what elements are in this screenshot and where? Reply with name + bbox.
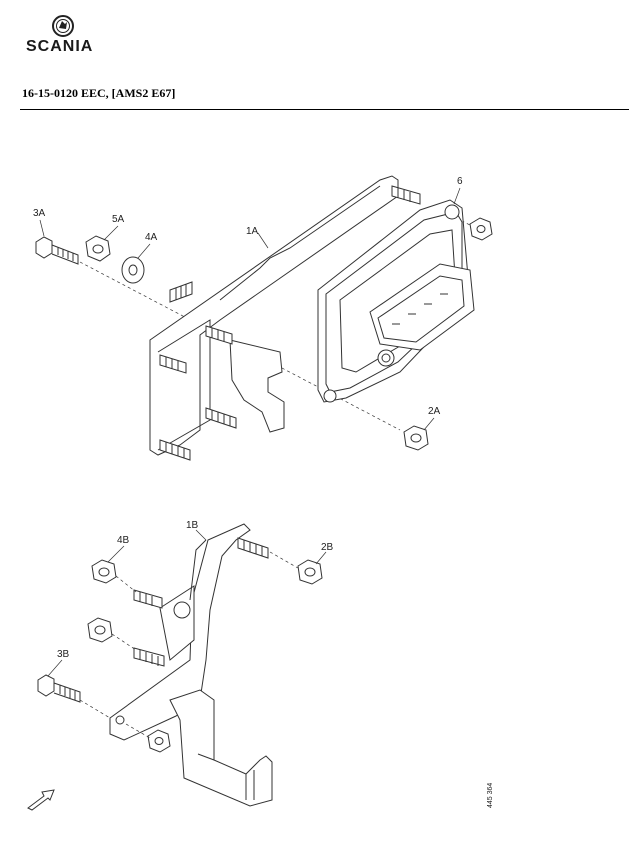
forward-arrow-icon bbox=[27, 789, 55, 811]
nut-lower-bottom bbox=[147, 729, 171, 753]
callout-6: 6 bbox=[457, 176, 463, 187]
bracket-1b bbox=[109, 523, 273, 807]
scania-logo-icon bbox=[52, 15, 74, 37]
control-unit-6 bbox=[317, 199, 475, 403]
studs-1b bbox=[133, 537, 269, 667]
callout-2a: 2A bbox=[428, 406, 441, 417]
callout-4b: 4B bbox=[117, 535, 130, 546]
washer-4a bbox=[121, 256, 145, 284]
callout-1b: 1B bbox=[186, 520, 199, 531]
callout-4a: 4A bbox=[145, 232, 158, 243]
bracket-1a bbox=[149, 175, 399, 456]
nut-4b bbox=[91, 559, 117, 584]
callout-3b: 3B bbox=[57, 649, 70, 660]
callout-5a: 5A bbox=[112, 214, 125, 225]
nut-6 bbox=[469, 217, 493, 241]
bolt-3a bbox=[35, 236, 79, 265]
studs-1a bbox=[159, 185, 421, 461]
figure-number: 445 364 bbox=[487, 783, 494, 808]
callout-1a: 1A bbox=[246, 226, 259, 237]
callout-3a: 3A bbox=[33, 208, 46, 219]
bolt-3b bbox=[37, 674, 81, 703]
nut-2b bbox=[297, 559, 323, 585]
header-divider bbox=[20, 109, 629, 110]
brand-name: SCANIA bbox=[26, 38, 94, 55]
nut-2a bbox=[403, 425, 429, 451]
nut-lower-middle bbox=[87, 617, 113, 643]
document-title: 16-15-0120 EEC, [AMS2 E67] bbox=[22, 86, 176, 100]
nut-5a bbox=[85, 235, 111, 262]
callout-2b: 2B bbox=[321, 542, 334, 553]
